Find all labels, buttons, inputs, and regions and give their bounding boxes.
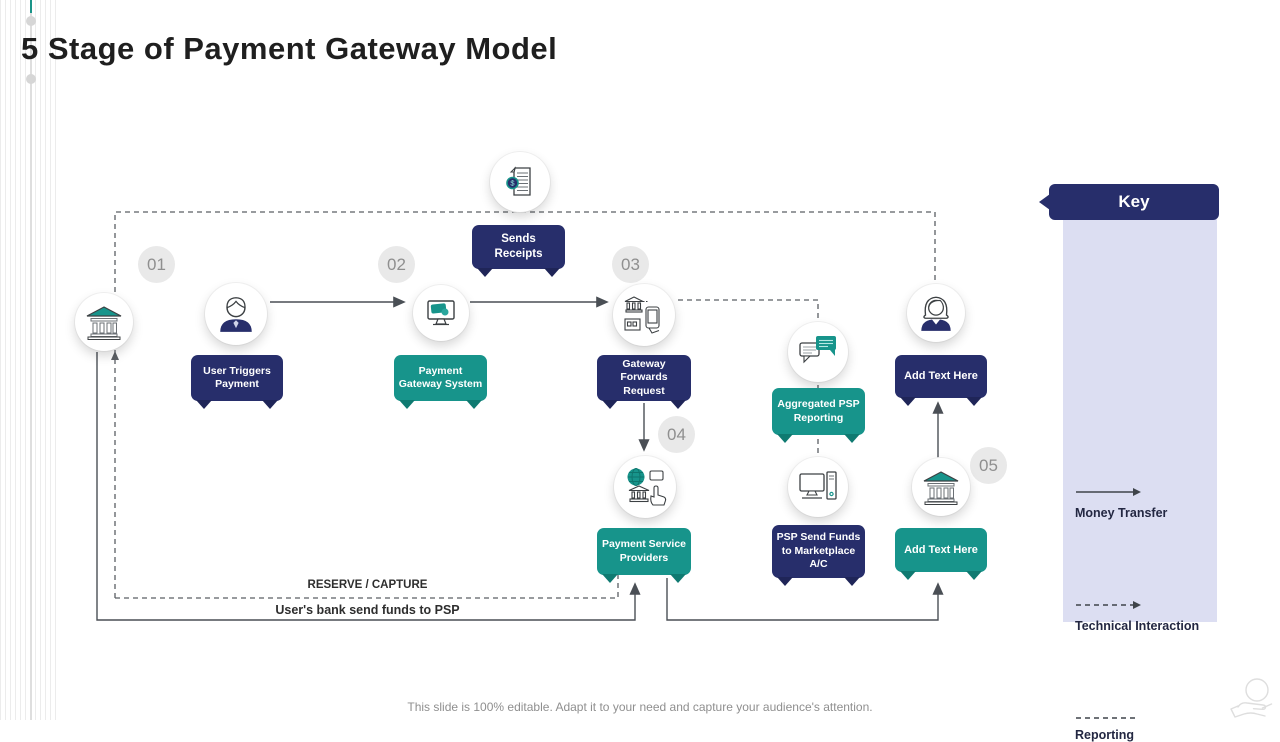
- woman-user-icon: [921, 296, 951, 331]
- left-guide-line: [30, 0, 32, 720]
- key-panel: Money Transfer Technical Interaction Rep…: [1063, 219, 1217, 742]
- label-aggregated-psp-reporting[interactable]: Aggregated PSP Reporting: [772, 388, 865, 443]
- money-transfer-line-sample: [1076, 488, 1141, 496]
- dashed-rect-path: [114, 211, 936, 598]
- bank-funds-label: User's bank send funds to PSP: [275, 603, 460, 617]
- hand-bulb-watermark-icon: [1230, 678, 1273, 718]
- reporting-chat-node: [788, 322, 848, 382]
- user-node: [205, 283, 267, 345]
- label-psp-send-funds[interactable]: PSP Send Funds to Marketplace A/C: [772, 525, 865, 586]
- receipt-icon: $: [506, 166, 531, 196]
- bank-icon: [923, 471, 959, 505]
- stage-number-04: 04: [658, 416, 695, 453]
- arrow-userbank-to-psp: [96, 352, 641, 621]
- user-bank-node: [75, 293, 133, 351]
- receipt-node: $: [490, 152, 550, 212]
- label-payment-gateway-system[interactable]: Payment Gateway System: [394, 355, 487, 409]
- key-item-money-transfer: Money Transfer: [1075, 506, 1168, 520]
- label-user-triggers-payment[interactable]: User Triggers Payment: [191, 355, 283, 409]
- key-title: Key: [1049, 184, 1219, 220]
- label-sends-receipts[interactable]: Sends Receipts: [472, 225, 565, 277]
- bank-icon: [86, 306, 122, 340]
- psp-node: [614, 456, 676, 518]
- technical-interaction-line-sample: [1076, 601, 1141, 609]
- stage-number-02: 02: [378, 246, 415, 283]
- guide-dot-top: [26, 16, 36, 26]
- label-add-text-here-bottom[interactable]: Add Text Here: [895, 528, 987, 580]
- pinstripe-background: [0, 0, 58, 720]
- reporting-line-sample: [1076, 717, 1139, 719]
- reserve-capture-label: RESERVE / CAPTURE: [307, 579, 428, 591]
- dashed-up-arrowhead: [111, 351, 119, 360]
- svg-text:$: $: [510, 179, 515, 188]
- monitor-payment-icon: [427, 300, 455, 326]
- marketplace-bank-node: [912, 458, 970, 516]
- key-item-reporting: Reporting: [1075, 728, 1135, 742]
- label-gateway-forwards-request[interactable]: Gateway Forwards Request: [597, 355, 691, 409]
- marketplace-computer-node: [788, 457, 848, 517]
- stage-number-03: 03: [612, 246, 649, 283]
- gateway-system-node: [413, 285, 469, 341]
- left-accent-tick: [30, 0, 32, 13]
- page-title: 5 Stage of Payment Gateway Model: [21, 31, 558, 66]
- key-notch: [1039, 194, 1050, 210]
- chat-bubbles-icon: [799, 336, 836, 364]
- label-payment-service-providers[interactable]: Payment Service Providers: [597, 528, 691, 583]
- merchant-phone-icon: [624, 296, 660, 334]
- forwards-request-node: [613, 284, 675, 346]
- customer-node: [907, 284, 965, 342]
- psp-network-icon: [627, 468, 667, 506]
- key-item-technical-interaction: Technical Interaction: [1075, 619, 1200, 633]
- arrow-psp-to-marketplace: [666, 578, 944, 621]
- stage-number-05: 05: [970, 447, 1007, 484]
- guide-dot-bottom: [26, 74, 36, 84]
- stage-number-01: 01: [138, 246, 175, 283]
- computer-tower-icon: [799, 471, 837, 500]
- footer-note: This slide is 100% editable. Adapt it to…: [407, 700, 873, 714]
- label-add-text-here-top[interactable]: Add Text Here: [895, 355, 987, 406]
- man-user-icon: [220, 297, 252, 332]
